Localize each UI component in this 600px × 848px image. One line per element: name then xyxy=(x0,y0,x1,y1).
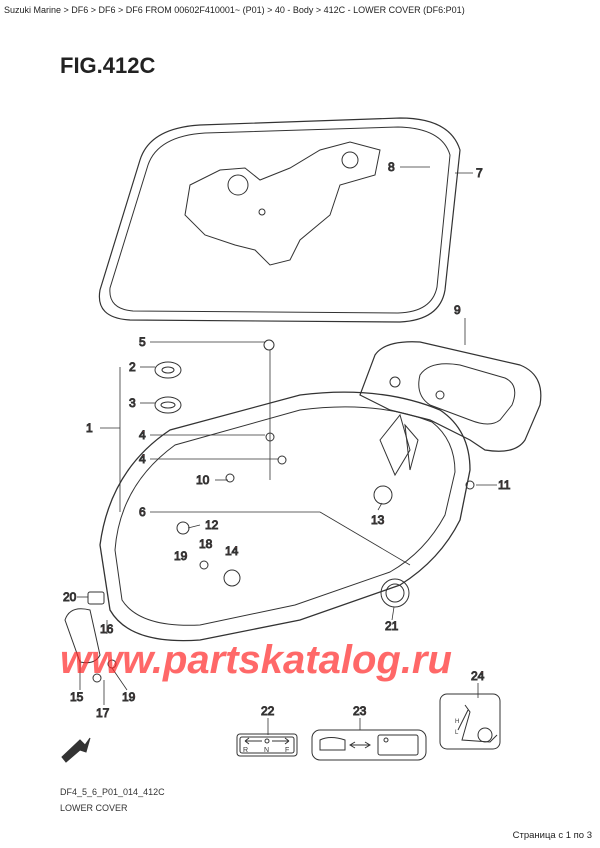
callout-16: 16 xyxy=(100,622,114,636)
callout-labels: 1 2 3 4 4 5 6 7 8 9 10 11 12 13 14 15 16… xyxy=(63,160,512,721)
callout-17: 17 xyxy=(96,706,110,720)
callout-21: 21 xyxy=(385,619,399,633)
shift-n: N xyxy=(264,747,269,754)
callout-3: 3 xyxy=(129,396,136,410)
callout-20: 20 xyxy=(63,590,77,604)
callout-1: 1 xyxy=(86,421,93,435)
callout-9: 9 xyxy=(454,303,461,317)
callout-7: 7 xyxy=(476,166,483,180)
callout-24: 24 xyxy=(471,669,485,683)
level-l: L xyxy=(455,730,459,736)
level-h: H xyxy=(455,719,459,725)
grommets xyxy=(154,361,182,414)
callout-15: 15 xyxy=(70,690,84,704)
callout-10: 10 xyxy=(196,473,210,487)
watermark-text: www.partskatalog.ru xyxy=(60,638,452,682)
drawing-code: DF4_5_6_P01_014_412C xyxy=(60,787,165,797)
tank-decal xyxy=(311,729,427,761)
callout-4b: 4 xyxy=(139,452,146,466)
callout-14: 14 xyxy=(225,544,239,558)
caption: LOWER COVER xyxy=(60,803,128,813)
callout-11: 11 xyxy=(498,478,511,492)
figure-title: FIG.412C xyxy=(60,53,156,78)
pagination[interactable]: Страница с 1 по 3 xyxy=(512,830,592,841)
lower-cover xyxy=(64,339,475,683)
shift-decal: R N F xyxy=(236,733,298,757)
callout-5: 5 xyxy=(139,335,146,349)
shift-r: R xyxy=(243,747,248,754)
callout-18: 18 xyxy=(199,537,213,551)
watermark: www.partskatalog.ru xyxy=(60,640,452,680)
handle xyxy=(359,341,542,452)
callout-13: 13 xyxy=(371,513,385,527)
callout-4: 4 xyxy=(139,428,146,442)
callout-19b: 19 xyxy=(122,690,136,704)
callout-6: 6 xyxy=(139,505,146,519)
seal-gasket xyxy=(98,117,461,323)
leader-lines xyxy=(77,166,497,735)
callout-22: 22 xyxy=(261,704,275,718)
fwd-arrow-icon xyxy=(61,737,91,763)
shift-f: F xyxy=(285,747,289,754)
callout-23: 23 xyxy=(353,704,367,718)
callout-12: 12 xyxy=(205,518,219,532)
oil-level-decal: H L xyxy=(439,693,501,750)
callout-2: 2 xyxy=(129,360,136,374)
breadcrumb[interactable]: Suzuki Marine > DF6 > DF6 > DF6 FROM 006… xyxy=(4,5,465,15)
callout-19: 19 xyxy=(174,549,188,563)
callout-8: 8 xyxy=(388,160,395,174)
